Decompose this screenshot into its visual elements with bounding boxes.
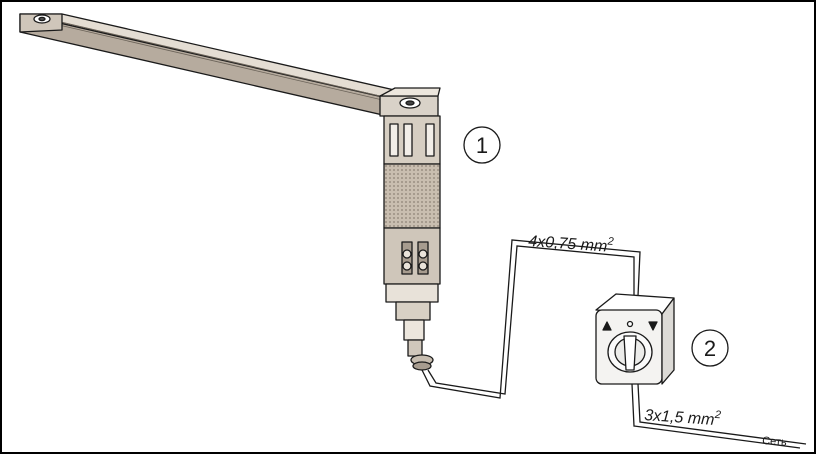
mains-label: Сеть [762, 435, 788, 449]
callout-switch: 2 [691, 329, 729, 367]
rotary-switch [595, 293, 675, 385]
motor-body [383, 115, 441, 371]
cable-switch-to-mains [631, 383, 807, 449]
actuator-head [379, 87, 441, 117]
callout-number-2: 2 [704, 336, 716, 361]
callout-circle-1 [463, 126, 501, 164]
callout-motor: 1 [463, 126, 501, 164]
cable2-label: 3x1,5 mm2 [644, 404, 722, 429]
cable-motor-to-switch [421, 239, 641, 399]
actuator-arm [19, 13, 439, 119]
callout-number-1: 1 [476, 133, 488, 158]
cable1-label: 4x0,75 mm2 [528, 230, 614, 256]
callout-circle-2 [691, 329, 729, 367]
